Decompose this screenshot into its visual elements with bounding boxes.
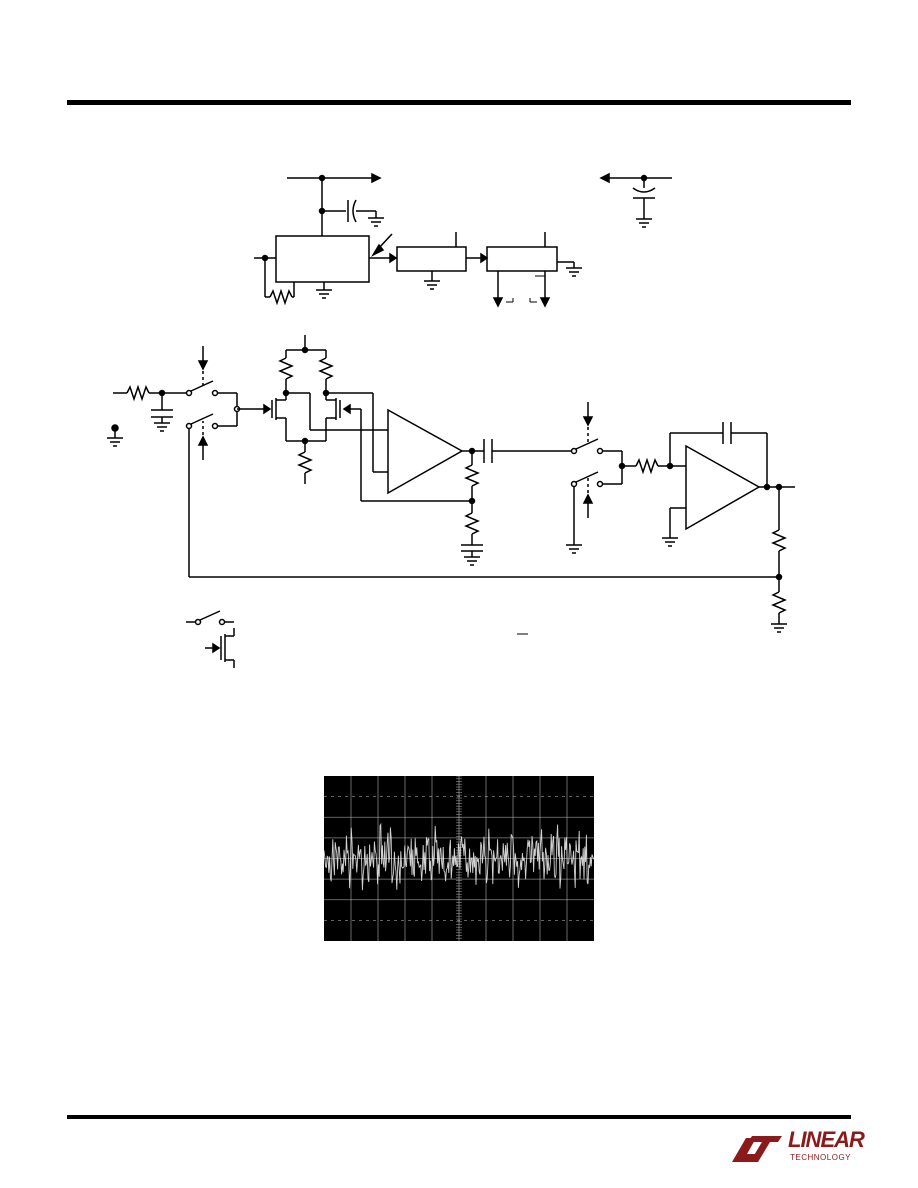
- oscilloscope-photo: [324, 776, 594, 941]
- logo-subtext: TECHNOLOGY: [790, 1153, 852, 1162]
- noise-trace: [324, 822, 594, 891]
- header-rule: [67, 100, 851, 105]
- linear-technology-logo-icon: [732, 1136, 782, 1162]
- footer-rule: [67, 1115, 851, 1119]
- logo-wordmark: LINEAR: [788, 1127, 865, 1152]
- oscilloscope-noise-trace: [324, 776, 594, 941]
- circuit-schematic: [107, 172, 795, 668]
